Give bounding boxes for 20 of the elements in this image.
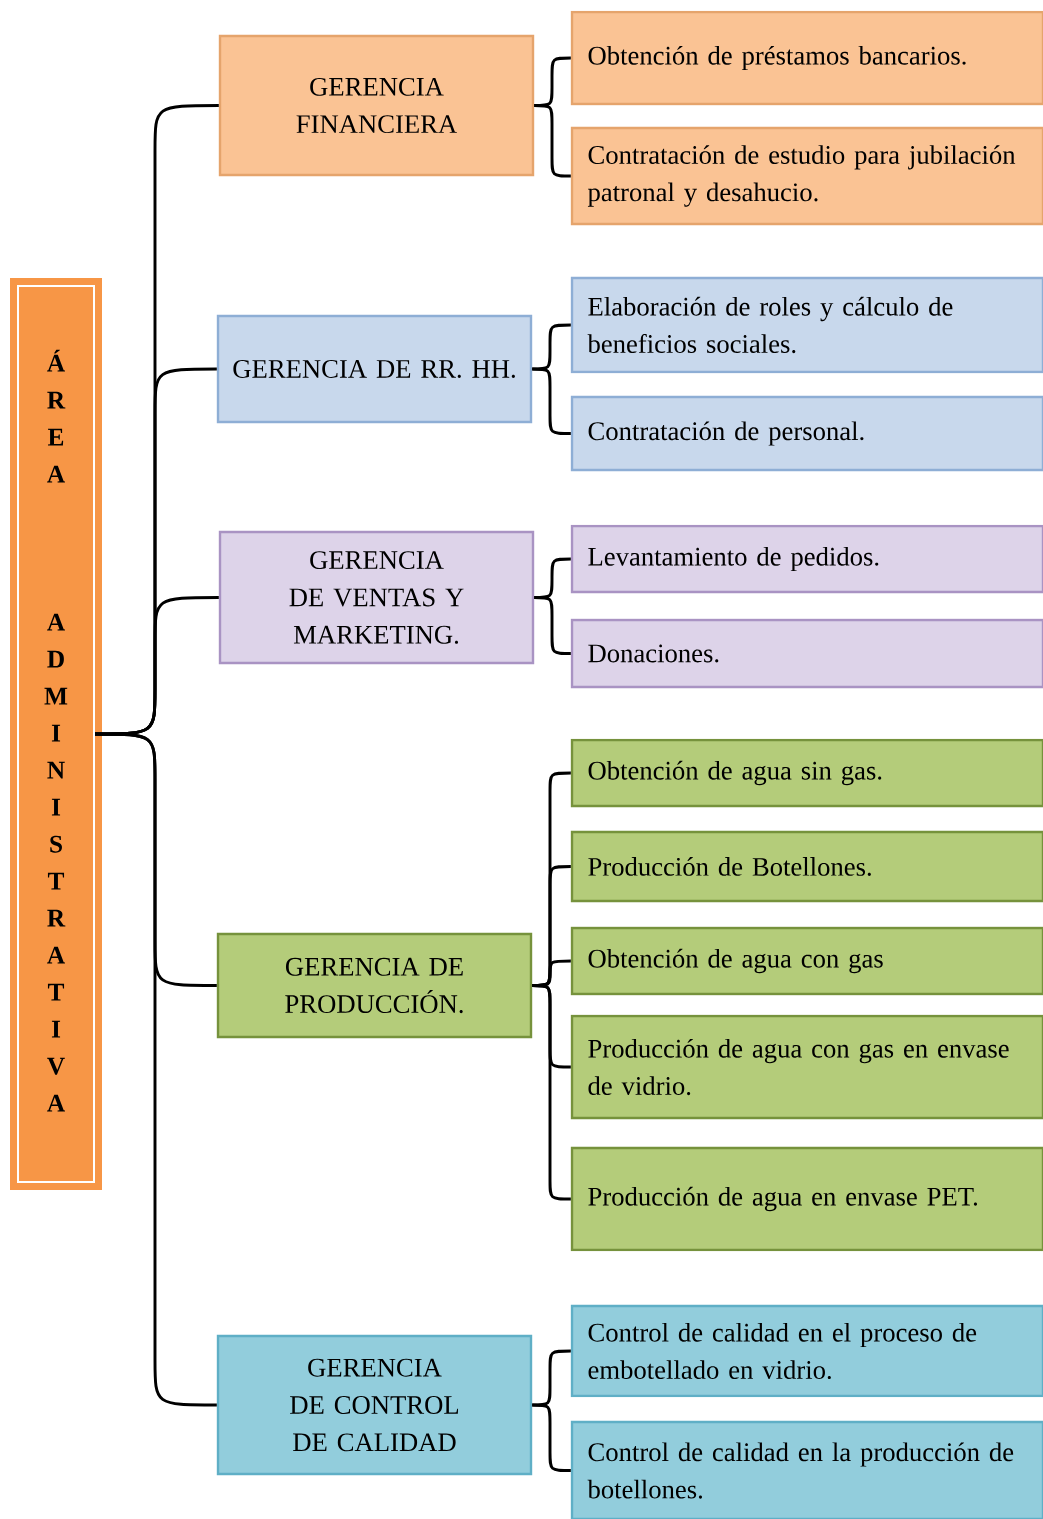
task-box: Donaciones. (570, 618, 1043, 689)
task-box: Control de calidad en el proceso de embotellado en vidrio. (570, 1304, 1043, 1398)
task-box: Producción de agua en envase PET. (570, 1146, 1043, 1252)
department-box: GERENCIA DE PRODUCCIÓN. (216, 932, 533, 1039)
brace-connector (95, 732, 217, 1407)
task-box: Contratación de estudio para jubilación patronal y desahucio. (570, 126, 1043, 226)
task-box: Producción de Botellones. (570, 830, 1043, 903)
task-box: Obtención de préstamos bancarios. (570, 10, 1043, 106)
department-box: GERENCIA DE RR. HH. (216, 314, 533, 424)
task-box: Obtención de agua con gas (570, 926, 1043, 996)
department-box: GERENCIA DE CONTROL DE CALIDAD (216, 1334, 533, 1476)
vertical-title-box: ÁREA ADMINISTRATIVA (10, 278, 102, 1190)
task-box: Obtención de agua sin gas. (570, 738, 1043, 808)
task-box: Elaboración de roles y cálculo de beneficios sociales. (570, 276, 1043, 374)
task-box: Levantamiento de pedidos. (570, 524, 1043, 594)
task-box: Contratación de personal. (570, 395, 1043, 472)
task-box: Control de calidad en la producción de botellones. (570, 1420, 1043, 1519)
task-box: Producción de agua con gas en envase de vidrio. (570, 1014, 1043, 1120)
department-box: GERENCIA FINANCIERA (218, 34, 535, 177)
department-box: GERENCIA DE VENTAS Y MARKETING. (218, 530, 535, 665)
